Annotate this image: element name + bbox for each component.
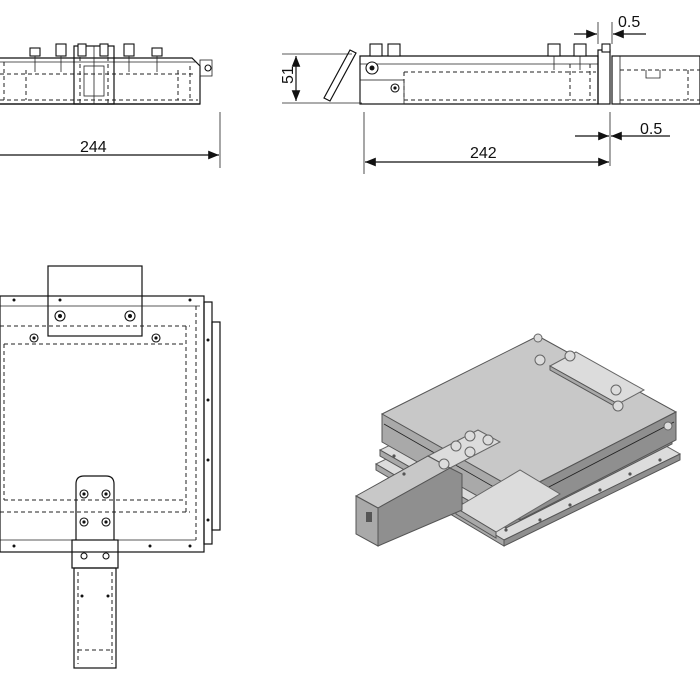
top-view-side-holes [12, 298, 210, 548]
dim-244-label: 244 [80, 139, 107, 156]
iso-bolts [438, 333, 673, 470]
top-view [0, 265, 221, 669]
isometric-view [354, 333, 682, 547]
front-bolts [29, 43, 163, 72]
side-view: 51 0.5 [280, 14, 700, 174]
front-view: 244 [0, 43, 221, 168]
dim-51-label: 51 [280, 66, 297, 84]
dim-242-label: 242 [470, 145, 497, 162]
dim-0.5-bottom-label: 0.5 [640, 121, 662, 138]
top-view-bolts [29, 310, 161, 343]
iso-plate-holes [392, 454, 662, 532]
dim-0.5-top-label: 0.5 [618, 14, 640, 31]
